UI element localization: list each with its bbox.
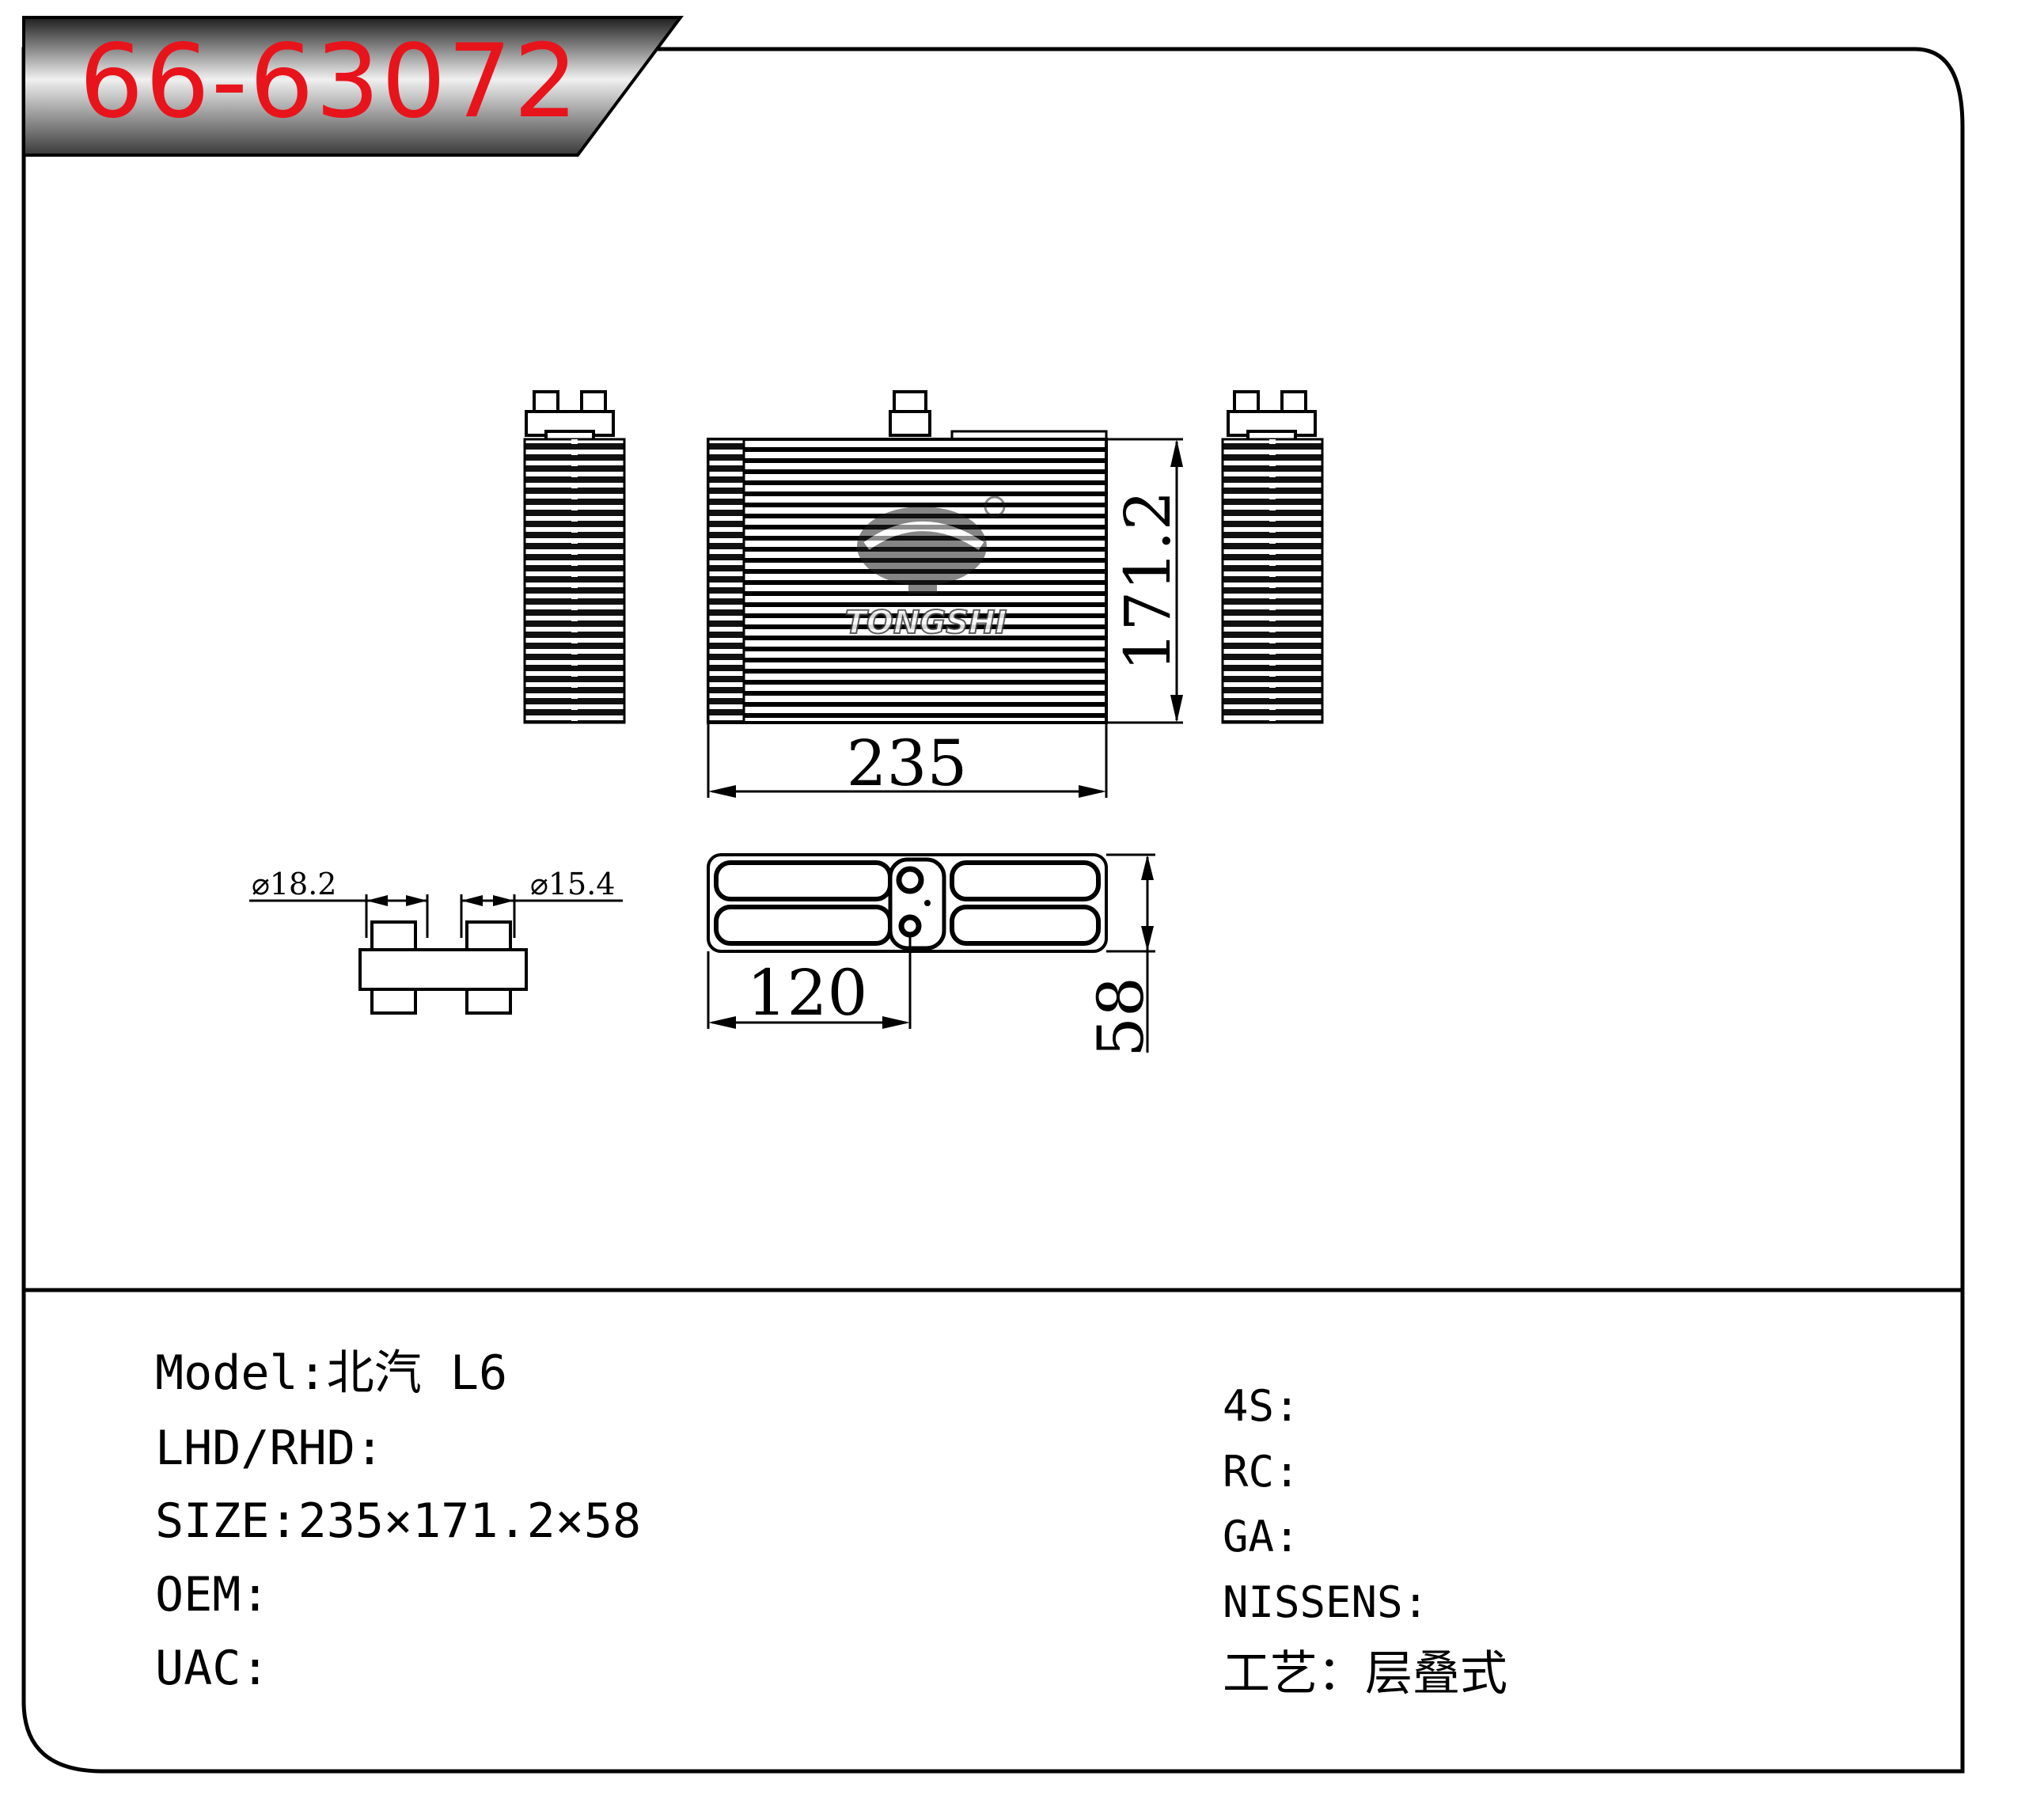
spec-label: UAC:	[155, 1641, 270, 1696]
spec-rc: RC:	[1223, 1451, 1300, 1493]
spec-size: SIZE:235×171.2×58	[155, 1497, 641, 1545]
spec-label: 4S:	[1223, 1381, 1300, 1431]
spec-label: Model:	[155, 1345, 327, 1401]
spec-4s: 4S:	[1223, 1385, 1300, 1428]
spec-process: 工艺：层叠式	[1223, 1650, 1507, 1698]
spec-label: 工艺：	[1223, 1646, 1365, 1702]
width-dimension: 235	[847, 727, 968, 800]
spec-oem: OEM:	[155, 1571, 270, 1619]
front-view: TONGSHI 235 171.2	[707, 390, 1185, 800]
height-dimension: 171.2	[1111, 490, 1185, 671]
tongshi-logo	[857, 495, 1006, 594]
spec-value: 235×171.2×58	[298, 1493, 642, 1549]
left-side-view	[523, 390, 626, 724]
part-number-title: 66-63072	[79, 23, 580, 141]
brand-watermark: TONGSHI	[845, 605, 1007, 641]
fitting-detail: ⌀18.2 ⌀15.4	[249, 867, 623, 1015]
spec-label: LHD/RHD:	[155, 1421, 384, 1476]
spec-uac: UAC:	[155, 1645, 270, 1692]
spec-value: 北汽 L6	[326, 1345, 508, 1401]
spec-lhd-rhd: LHD/RHD:	[155, 1425, 384, 1472]
pipe-large-dimension: ⌀18.2	[252, 867, 337, 901]
spec-value: 层叠式	[1365, 1646, 1507, 1702]
spec-label: NISSENS:	[1223, 1577, 1429, 1627]
top-view: 120 58	[707, 853, 1158, 1057]
spec-label: OEM:	[155, 1567, 270, 1622]
title-banner	[22, 16, 684, 157]
spec-ga: GA:	[1223, 1516, 1300, 1558]
depth-dimension: 58	[1084, 977, 1158, 1057]
spec-label: GA:	[1223, 1512, 1300, 1562]
right-side-view	[1221, 390, 1324, 724]
port-offset-dimension: 120	[747, 956, 868, 1030]
spec-label: RC:	[1223, 1447, 1300, 1497]
spec-label: SIZE:	[155, 1493, 298, 1549]
spec-model: Model:北汽 L6	[155, 1349, 507, 1397]
spec-nissens: NISSENS:	[1223, 1581, 1428, 1624]
pipe-small-dimension: ⌀15.4	[530, 867, 616, 901]
outer-border	[21, 47, 1965, 1774]
